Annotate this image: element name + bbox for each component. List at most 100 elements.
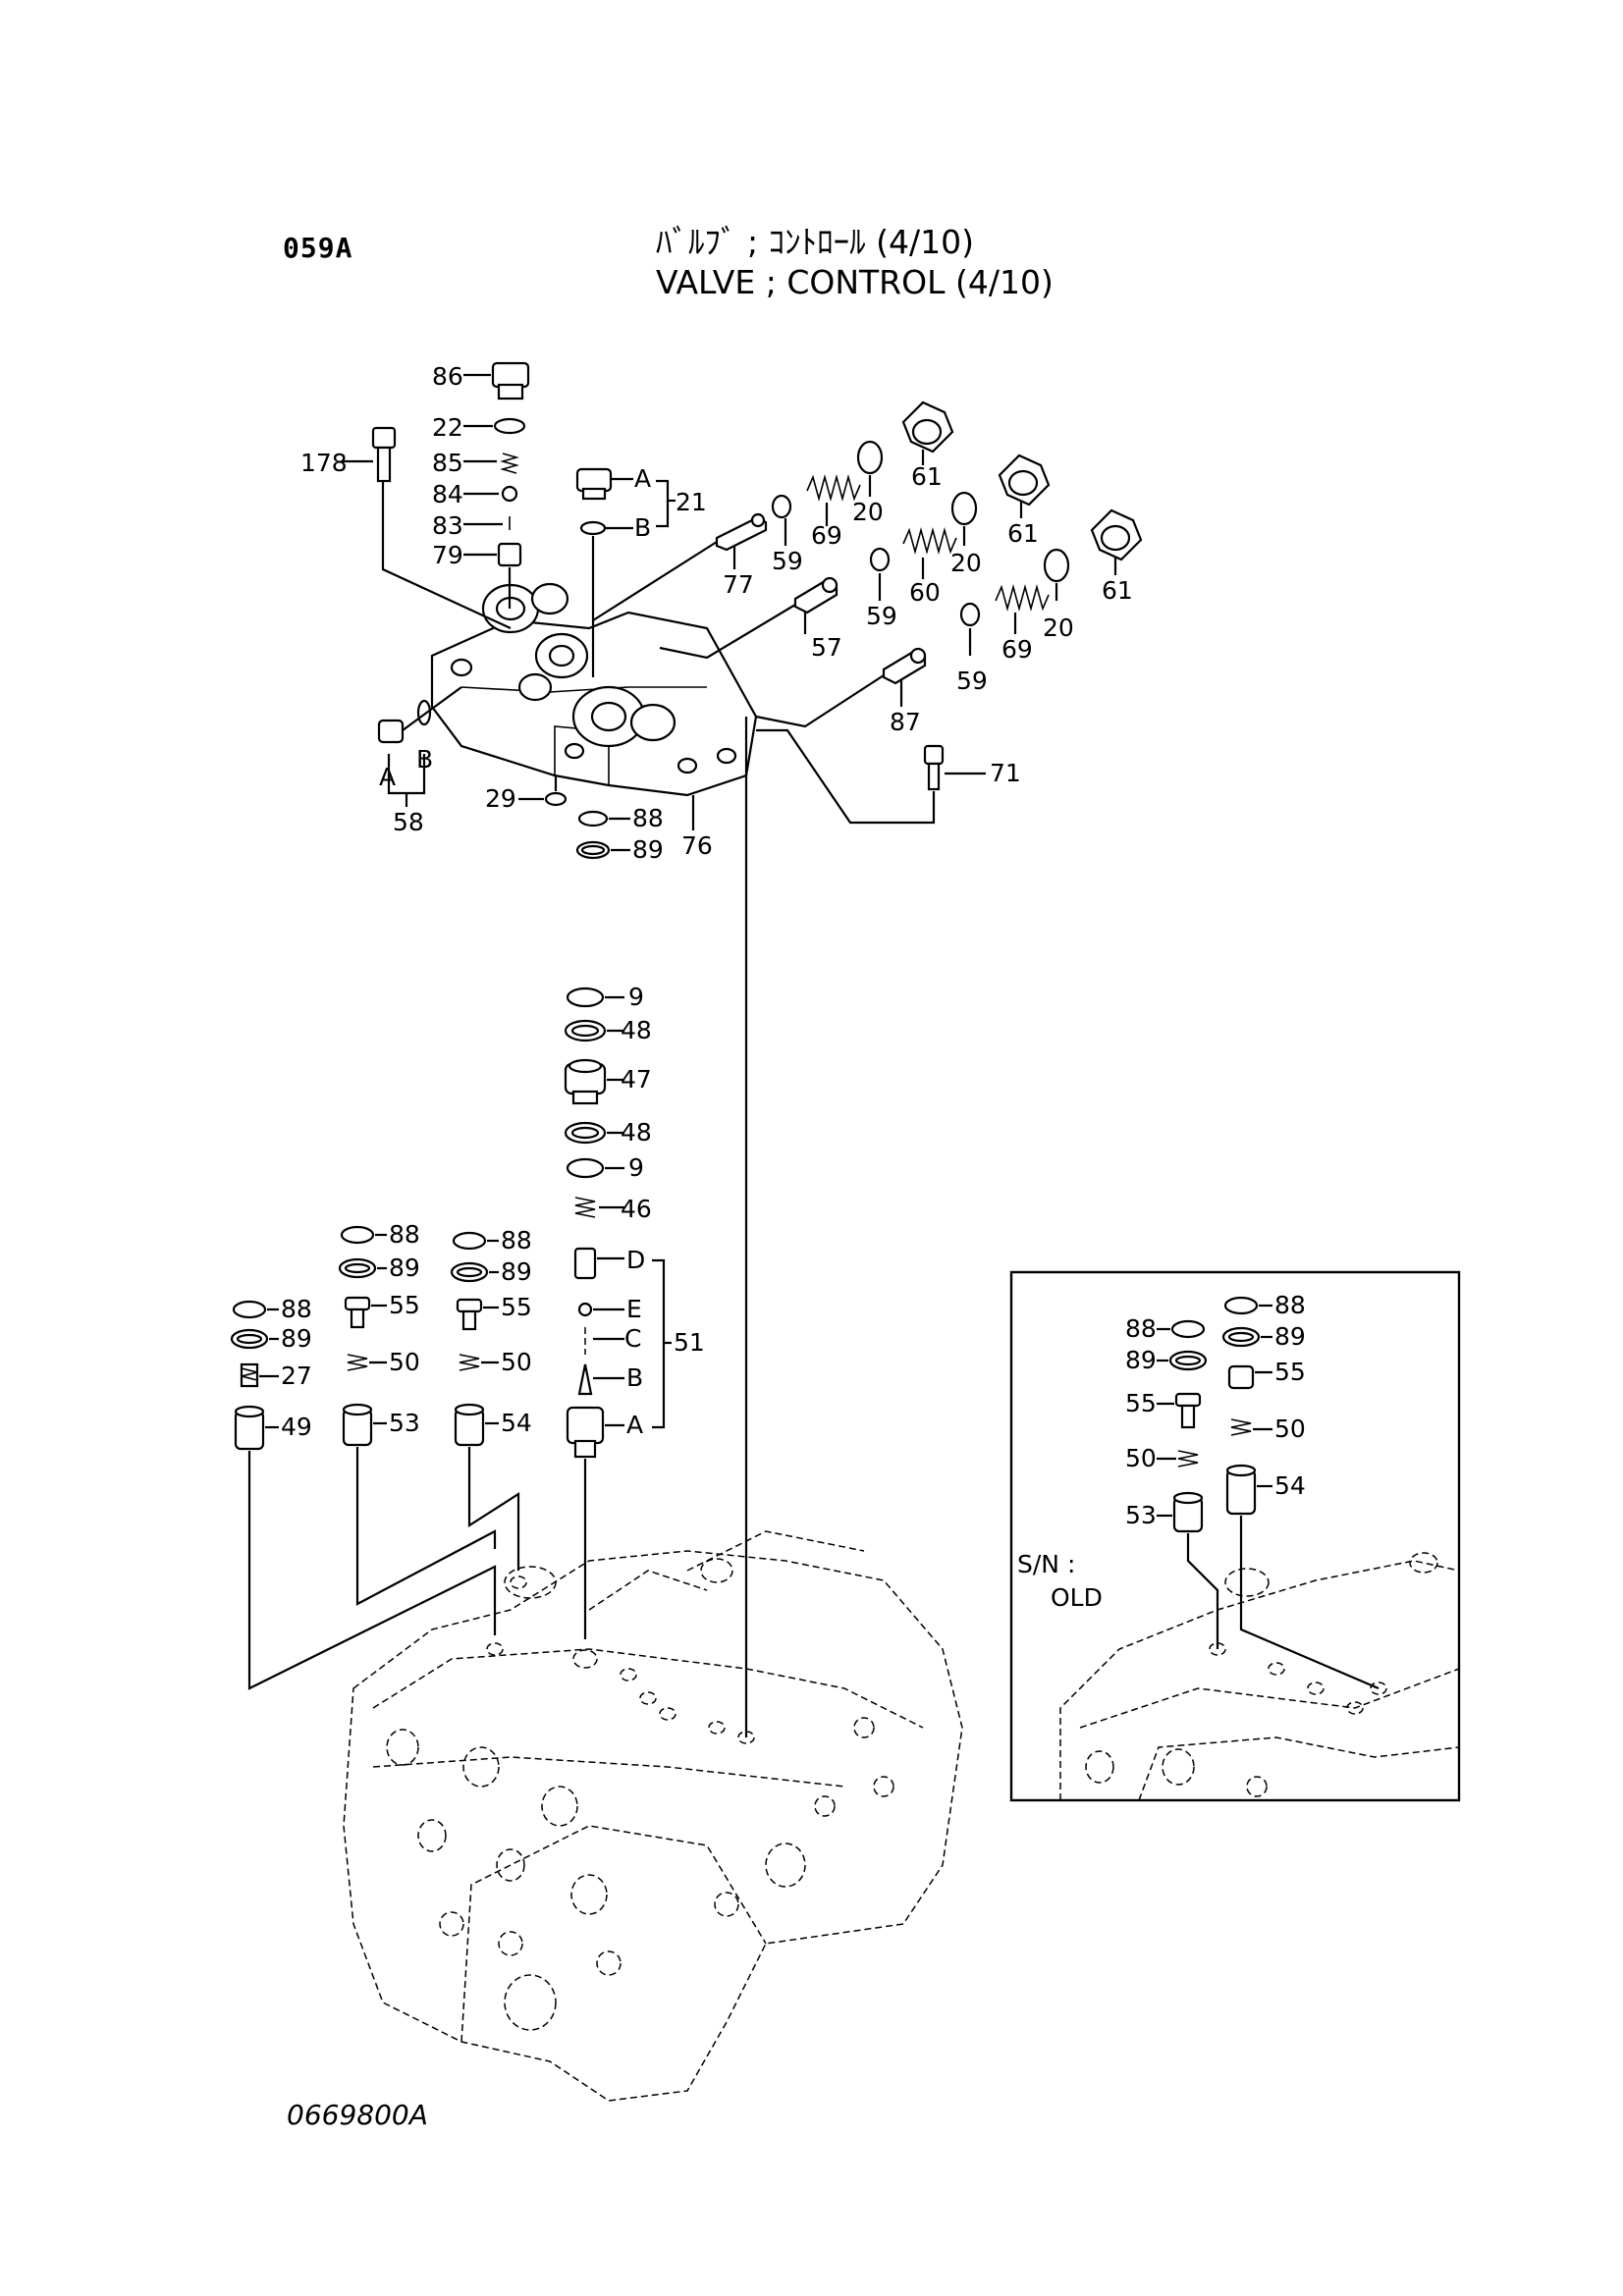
- label-21-b: B: [634, 513, 651, 542]
- part-69-spring-2: [995, 583, 1050, 634]
- label-87: 87: [890, 708, 921, 736]
- label-51: 51: [674, 1328, 705, 1357]
- label-46: 46: [621, 1195, 652, 1223]
- label-60: 60: [909, 578, 941, 607]
- label-69-a: 69: [811, 521, 842, 550]
- part-20-ring-1: [856, 440, 884, 497]
- label-inset-right-55: 55: [1274, 1358, 1306, 1386]
- label-c2-55: 55: [389, 1291, 420, 1319]
- label-c3-55: 55: [501, 1293, 532, 1321]
- label-69-b: 69: [1001, 635, 1033, 664]
- part-48-ring-b: [564, 1121, 624, 1145]
- part-48-ring-a: [564, 1019, 624, 1042]
- label-c1-27: 27: [281, 1362, 312, 1390]
- section-code: 059A: [283, 232, 353, 264]
- part-59-washer-3: [959, 602, 981, 656]
- label-88-top: 88: [632, 804, 664, 832]
- part-69-spring-1: [806, 473, 861, 526]
- label-inset-right-54: 54: [1274, 1471, 1306, 1500]
- label-51-b: B: [626, 1363, 643, 1392]
- label-20-a: 20: [852, 498, 884, 526]
- label-21: 21: [676, 488, 707, 516]
- label-inset-left-88: 88: [1125, 1314, 1157, 1343]
- label-48-a: 48: [621, 1016, 652, 1044]
- part-20-ring-2: [950, 491, 978, 546]
- label-c3-89: 89: [501, 1257, 532, 1286]
- label-inset-left-53: 53: [1125, 1501, 1157, 1529]
- label-inset-right-89: 89: [1274, 1322, 1306, 1351]
- label-9-a: 9: [628, 983, 644, 1011]
- part-51-valve-assembly: [566, 1247, 672, 1459]
- label-79: 79: [432, 541, 463, 569]
- label-61-c: 61: [1102, 576, 1133, 605]
- part-58-plug: [377, 686, 462, 807]
- label-61-b: 61: [1007, 519, 1039, 548]
- part-86-plug: [463, 361, 530, 400]
- part-89-ring-top: [575, 840, 630, 860]
- label-61-a: 61: [911, 462, 943, 491]
- label-51-a: A: [626, 1411, 643, 1439]
- part-61-plug-3: [1090, 508, 1143, 575]
- label-57: 57: [811, 633, 842, 662]
- label-c3-50: 50: [501, 1348, 532, 1376]
- part-87-spool: [882, 647, 927, 707]
- part-178-bolt: [342, 426, 512, 629]
- label-51-d: D: [626, 1246, 645, 1274]
- title-english: VALVE ; CONTROL (4/10): [656, 263, 1054, 301]
- label-48-b: 48: [621, 1118, 652, 1147]
- label-58-a: A: [379, 763, 396, 791]
- label-86: 86: [432, 362, 463, 391]
- label-c3-54: 54: [501, 1409, 532, 1437]
- label-inset-right-50: 50: [1274, 1415, 1306, 1443]
- label-83: 83: [432, 511, 463, 540]
- label-71: 71: [990, 759, 1021, 787]
- part-60-spring: [902, 526, 957, 579]
- label-c2-53: 53: [389, 1409, 420, 1437]
- part-9-ring-a: [566, 987, 624, 1008]
- label-c2-89: 89: [389, 1254, 420, 1282]
- label-47: 47: [621, 1065, 652, 1094]
- part-61-plug-2: [998, 454, 1051, 518]
- label-59-b: 59: [866, 602, 897, 630]
- part-71-bolt: [756, 728, 986, 825]
- label-59-c: 59: [956, 667, 988, 695]
- part-47-plug: [564, 1058, 624, 1105]
- valve-body: [343, 1530, 963, 2102]
- label-20-b: 20: [950, 549, 982, 577]
- part-84-ball: [463, 485, 518, 503]
- label-76: 76: [681, 831, 713, 860]
- part-61-plug-1: [901, 400, 954, 465]
- label-58-b: B: [416, 745, 433, 774]
- column-3-parts: [450, 1231, 520, 1571]
- column-1-parts: [230, 1300, 497, 1690]
- part-79-seat: [463, 542, 522, 567]
- part-57-spool: [793, 576, 839, 634]
- label-c3-88: 88: [501, 1226, 532, 1255]
- label-178: 178: [300, 449, 348, 477]
- label-9-b: 9: [628, 1153, 644, 1182]
- inset-old-serial: [1009, 1270, 1461, 1802]
- label-inset-left-50: 50: [1125, 1444, 1157, 1472]
- part-46-spring: [574, 1197, 624, 1218]
- part-9-ring-b: [566, 1157, 624, 1179]
- label-inset-left-55: 55: [1125, 1389, 1157, 1417]
- label-c1-49: 49: [281, 1413, 312, 1441]
- part-29-ring: [518, 775, 568, 807]
- label-inset-left-89: 89: [1125, 1346, 1157, 1374]
- label-77: 77: [723, 570, 754, 599]
- part-22-ring: [463, 417, 526, 435]
- label-21-a: A: [634, 464, 651, 493]
- part-85-spring: [463, 453, 519, 474]
- title-japanese: ﾊﾞﾙﾌﾞ ; ｺﾝﾄﾛｰﾙ (4/10): [656, 223, 974, 261]
- label-58: 58: [393, 808, 424, 836]
- part-59-washer-2: [869, 547, 891, 601]
- label-c2-88: 88: [389, 1220, 420, 1249]
- label-51-c: C: [624, 1324, 641, 1353]
- callout-labels: 86 22 85 84 83 79 178 A B 21 61 20 69 59…: [281, 362, 1306, 1612]
- part-88-ring-top: [577, 810, 630, 828]
- part-77-spool: [715, 512, 768, 569]
- label-89-top: 89: [632, 835, 664, 864]
- part-20-ring-3: [1043, 548, 1070, 601]
- part-59-washer-1: [771, 494, 792, 546]
